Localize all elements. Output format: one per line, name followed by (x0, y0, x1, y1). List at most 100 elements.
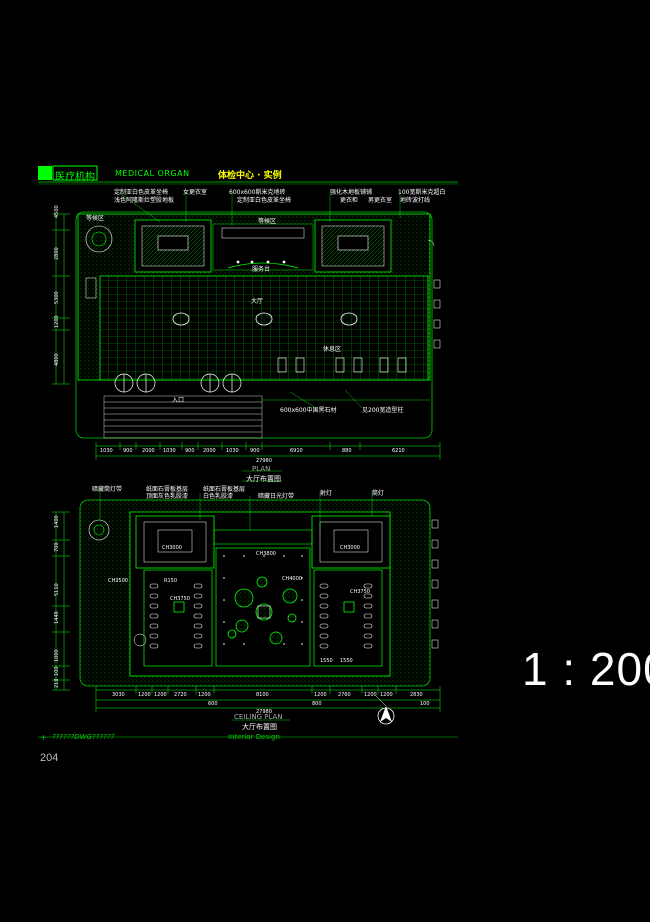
ceiling-height-1: CH3000 (162, 545, 182, 551)
ceiling-note-6: 暗藏日光灯带 (258, 493, 295, 500)
logo-mark (38, 166, 52, 180)
ceiling-dim-bottom-11: 2830 (410, 692, 423, 698)
note-3: 女更衣室 (183, 189, 208, 196)
dim-bottom-9: 6910 (290, 448, 303, 454)
note-10: 地砖波打线 (400, 197, 431, 204)
floor-plan-title-cn: 大厅布置图 (246, 475, 281, 483)
ceiling-plan-title-en: CEILING PLAN (234, 713, 283, 721)
ceiling-dim-1: 1550 (320, 658, 333, 664)
note-11: 600x600中国黑石材 (280, 407, 337, 414)
label-service: 服务台 (252, 266, 271, 273)
dim-total-ceiling: 27980 (256, 709, 272, 715)
ceiling-dim-bottom-2: 1200 (138, 692, 151, 698)
category-cn: 医疗机构 (55, 172, 95, 183)
ceiling-height-5: CH3750 (170, 596, 190, 602)
page-number: 204 (40, 752, 59, 764)
ceiling-dim-2: 1550 (340, 658, 353, 664)
ceiling-dim-left-1: 1400 (54, 515, 60, 528)
category-en: MEDICAL ORGAN (115, 169, 190, 178)
entry-steps (103, 395, 263, 439)
dim-left-3: 5300 (54, 291, 60, 304)
service-counter (227, 262, 299, 269)
ceiling-dim-left-6: 100 (54, 666, 60, 676)
ceiling-dim-left-5: 1000 (54, 649, 60, 662)
label-entrance: 入口 (172, 397, 185, 404)
footer-bar: + (38, 733, 458, 742)
ceiling-dim-bottom-9: 1200 (364, 692, 377, 698)
dim-left-2: 2800 (54, 247, 60, 260)
ceiling-dim-left-3: 5110 (54, 583, 60, 596)
floor-plan (52, 191, 441, 482)
ceiling-dim-bottom-7: 1200 (314, 692, 327, 698)
linear-fixtures-right (319, 583, 373, 649)
note-8: 男更衣室 (368, 197, 393, 204)
scale-label: 1 : 200 (522, 643, 650, 695)
ceiling-height-2: CH3800 (256, 551, 276, 557)
ceiling-note-5: 白色乳胶漆 (203, 493, 234, 500)
ceiling-note-1: 暗藏筒灯带 (92, 486, 123, 493)
rest-area-seats (277, 357, 407, 373)
ceiling-dim-bottom-1: 3030 (112, 692, 125, 698)
svg-text:+: + (40, 733, 47, 742)
label-hall: 大厅 (251, 298, 264, 305)
ceiling-plan-title-cn: 大厅布置图 (242, 723, 277, 731)
dim-bottom-3: 2000 (142, 448, 155, 454)
dim-left-5: 4800 (54, 353, 60, 366)
drawing-code: ??????DWG?????? (52, 733, 115, 741)
ceiling-height-6: CH4000 (282, 576, 302, 582)
interior-design-label: Interior Design (228, 733, 280, 741)
ceiling-dim-bottom-3: 1200 (154, 692, 167, 698)
entrance-doors (114, 373, 242, 393)
note-7: 更衣柜 (340, 197, 359, 204)
ceiling-height-7: CH3750 (350, 589, 370, 595)
dim-bottom-2: 900 (123, 448, 133, 454)
ceiling-dim-left-2: 700 (54, 542, 60, 552)
waiting-round-seat (85, 225, 113, 253)
floor-plan-title-en: PLAN (252, 465, 271, 473)
ceiling-note-2: 纸面石膏板基层 (146, 486, 189, 493)
ceiling-dim-bottom-6: 8100 (256, 692, 269, 698)
ceiling-height-4: CH3500 (108, 578, 128, 584)
dim-bottom-5: 900 (185, 448, 195, 454)
dim-bottom-4: 1030 (163, 448, 176, 454)
dim-bottom-10: 880 (342, 448, 352, 454)
hall-tile-grid (99, 275, 429, 381)
note-2: 浅色阿隆斯灶塑胶地板 (114, 197, 175, 204)
ceiling-height-3: CH3000 (340, 545, 360, 551)
ceiling-note-8: 筒灯 (372, 490, 385, 497)
dim-total-floor: 27980 (256, 458, 272, 464)
dim-left-1: 4500 (54, 205, 60, 218)
dim-bottom-6: 2000 (203, 448, 216, 454)
dim-bottom-8: 900 (250, 448, 260, 454)
ceiling-dim-bottom2-2: 800 (312, 701, 322, 707)
dim-bottom-7: 1030 (226, 448, 239, 454)
north-arrow-icon (375, 695, 395, 725)
ceiling-note-7: 射灯 (320, 490, 333, 497)
linear-fixtures-left (149, 583, 203, 649)
ceiling-dim-bottom-10: 1200 (380, 692, 393, 698)
radius-label: R150 (164, 578, 178, 584)
sheet-title: 体检中心 · 实例 (218, 171, 282, 181)
downlight-grid (223, 555, 303, 645)
ceiling-note-4: 纸面石膏板基层 (203, 486, 246, 493)
header-bar (38, 165, 458, 185)
ceiling-dim-left-7: 210 (54, 678, 60, 688)
hall-columns (172, 312, 358, 326)
note-5: 定制亚白色皮革坐椅 (237, 197, 292, 204)
label-rest: 休息区 (323, 346, 342, 353)
ceiling-dim-left-4: 1440 (54, 611, 60, 624)
dim-bottom-1: 1030 (100, 448, 113, 454)
ceiling-dim-bottom2-3: 100 (420, 701, 430, 707)
ceiling-plan (52, 490, 441, 725)
ceiling-dim-bottom2-1: 600 (208, 701, 218, 707)
note-12: 见200宽造型柱 (362, 407, 404, 414)
note-9: 100宽斯米克超白 (398, 189, 446, 196)
note-1: 定制亚白色皮革坐椅 (114, 189, 169, 196)
dim-left-4: 1200 (54, 315, 60, 328)
label-waiting-left: 等候区 (86, 215, 105, 222)
dim-bottom-11: 6210 (392, 448, 405, 454)
note-6: 强化木地板铺铺 (330, 189, 373, 196)
ceiling-dim-bottom-8: 2760 (338, 692, 351, 698)
